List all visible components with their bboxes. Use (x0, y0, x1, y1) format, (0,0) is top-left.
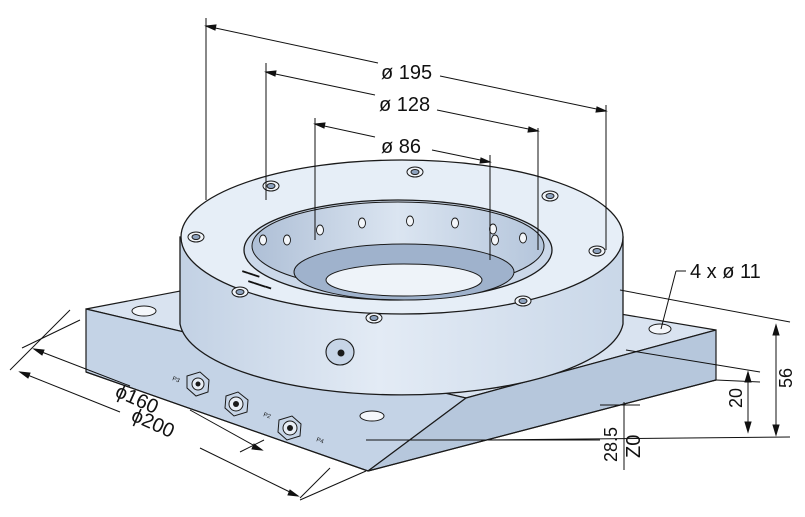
svg-text:▬▬▬: ▬▬▬ (241, 268, 260, 279)
port-label-p3: P3 (171, 376, 181, 384)
port-label-p2: P2 (262, 412, 272, 420)
dim-h20: 20 (726, 388, 746, 408)
dim-d128: ø 128 (379, 94, 430, 116)
dim-d195: ø 195 (381, 62, 432, 84)
mounting-hole (131, 305, 157, 317)
dim-holes: 4 x ø 11 (690, 261, 761, 283)
fitting-p3: P3 (171, 371, 210, 397)
port-label-p4: P4 (315, 437, 325, 445)
dimension-lines (9, 18, 791, 501)
dim-z0: Z0 (623, 435, 645, 458)
bore-center (325, 263, 483, 297)
radial-holes (259, 215, 527, 246)
mounting-hole (648, 323, 672, 335)
clamping-cylinder: ▬▬▬ ▬▬▬▬ (179, 159, 624, 396)
fitting-p2: P2 P4 (262, 412, 325, 445)
dim-h28-5: 28.5 (601, 427, 621, 462)
dim-d86: ø 86 (381, 136, 421, 158)
fitting-p1 (224, 391, 249, 417)
air-fittings: P3 P2 P4 (171, 371, 325, 446)
mounting-hole (359, 410, 385, 422)
bolt-heads (187, 166, 606, 324)
dim-h56: 56 (776, 368, 796, 388)
